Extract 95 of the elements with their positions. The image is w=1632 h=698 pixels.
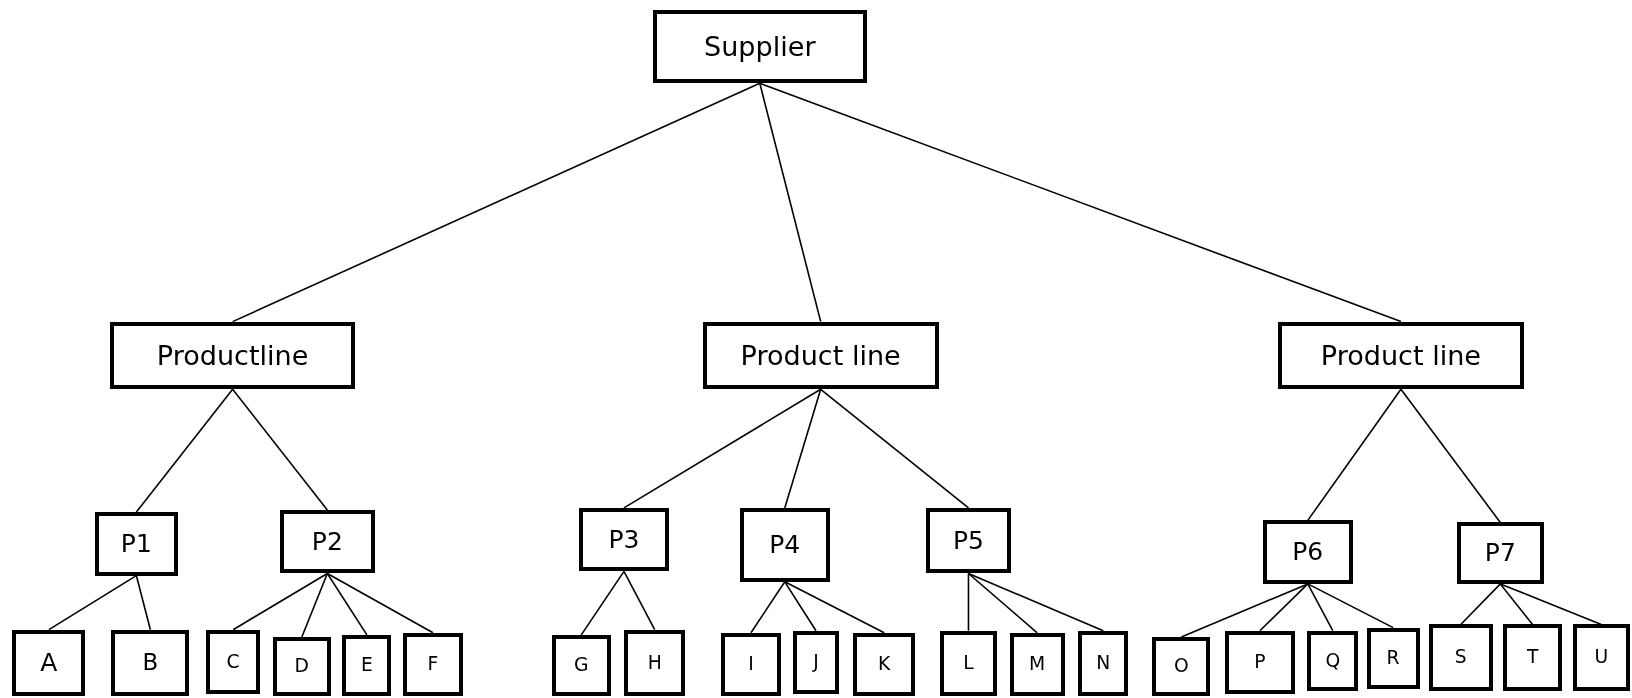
box-label: P6 [1292, 538, 1324, 566]
box-label: A [40, 649, 58, 677]
tree-box [402, 632, 464, 697]
tree-box [272, 636, 331, 697]
box-label: E [360, 655, 373, 676]
box-label: C [226, 651, 240, 673]
box-label: L [963, 653, 974, 674]
box-label: P2 [311, 528, 343, 556]
box-label: P3 [608, 525, 640, 554]
tree-box [1457, 522, 1544, 584]
box-label: S [1454, 647, 1467, 669]
connector-line [1307, 583, 1334, 632]
connector-line [819, 388, 970, 509]
box-label: Productline [156, 340, 309, 371]
tree-box [1278, 321, 1524, 390]
connector-line [135, 574, 152, 631]
connector-line [967, 572, 970, 632]
box-label: P [1254, 652, 1266, 673]
box-label: P1 [120, 530, 152, 558]
box-label: Product line [1320, 340, 1481, 371]
tree-box [1152, 636, 1211, 697]
connector-line [1400, 388, 1502, 524]
box-label: G [574, 655, 589, 676]
tree-box [551, 634, 611, 697]
connector-line [326, 572, 368, 636]
connector-line [623, 570, 656, 631]
tree-box [793, 630, 839, 695]
box-label: P4 [769, 531, 801, 559]
tree-box [939, 630, 998, 697]
connector-line [1259, 583, 1309, 632]
tree-box [1307, 630, 1359, 692]
box-label: J [813, 652, 819, 673]
tree-box [1078, 630, 1129, 697]
connector-line [580, 570, 625, 636]
tree-box [652, 10, 867, 84]
connector-line [784, 581, 817, 632]
connector-line [1499, 583, 1603, 626]
box-label: K [878, 654, 891, 675]
tree-box [206, 629, 261, 695]
box-label: B [142, 650, 159, 676]
connector-line [231, 82, 761, 323]
connector-line [301, 572, 329, 638]
tree-box [1262, 520, 1354, 584]
box-label: T [1526, 647, 1539, 669]
box-label: H [647, 652, 662, 674]
tree-box [110, 321, 355, 390]
tree-box [1429, 624, 1493, 692]
connector-line [1460, 583, 1502, 626]
connector-line [784, 388, 822, 509]
box-label: M [1029, 654, 1046, 675]
connector-line [326, 572, 434, 634]
connector-line [231, 388, 329, 511]
box-label: F [427, 654, 439, 675]
connector-line [750, 581, 786, 634]
connector-line [967, 572, 1105, 632]
box-label: Supplier [704, 31, 816, 62]
tree-box [853, 632, 915, 697]
connector-line [1180, 583, 1309, 638]
tree-box [1366, 627, 1420, 689]
connector-line [784, 581, 885, 634]
tree-box [578, 507, 670, 572]
box-label: D [294, 656, 310, 677]
tree-box [740, 507, 830, 582]
connector-line [135, 388, 234, 513]
connector-line [48, 574, 138, 631]
connector-line [967, 572, 1038, 634]
tree-box [94, 512, 178, 576]
box-label: U [1594, 647, 1609, 669]
connector-line [1307, 583, 1394, 629]
tree-box [342, 634, 392, 697]
box-label: O [1173, 656, 1189, 677]
tree-box [12, 629, 86, 697]
tree-box [1502, 624, 1563, 692]
box-label: I [748, 654, 754, 675]
connector-line [232, 572, 329, 631]
tree-box [111, 629, 190, 697]
connector-line [1499, 583, 1534, 626]
tree-box [1225, 630, 1295, 695]
connector-line [759, 82, 1402, 323]
connector-line [759, 82, 822, 323]
tree-box [1572, 624, 1630, 692]
tree-box [926, 507, 1011, 574]
box-label: R [1386, 648, 1400, 669]
tree-box [721, 632, 781, 697]
connector-line [1307, 388, 1402, 522]
tree-box [624, 629, 685, 697]
box-label: N [1096, 653, 1111, 674]
box-label: Product line [740, 340, 901, 371]
tree-box [702, 321, 939, 390]
connector-line [623, 388, 822, 509]
tree-box [1009, 632, 1065, 697]
tree-box [279, 510, 375, 574]
box-label: Q [1325, 650, 1341, 672]
box-label: P7 [1484, 539, 1516, 567]
box-label: P5 [953, 526, 984, 555]
